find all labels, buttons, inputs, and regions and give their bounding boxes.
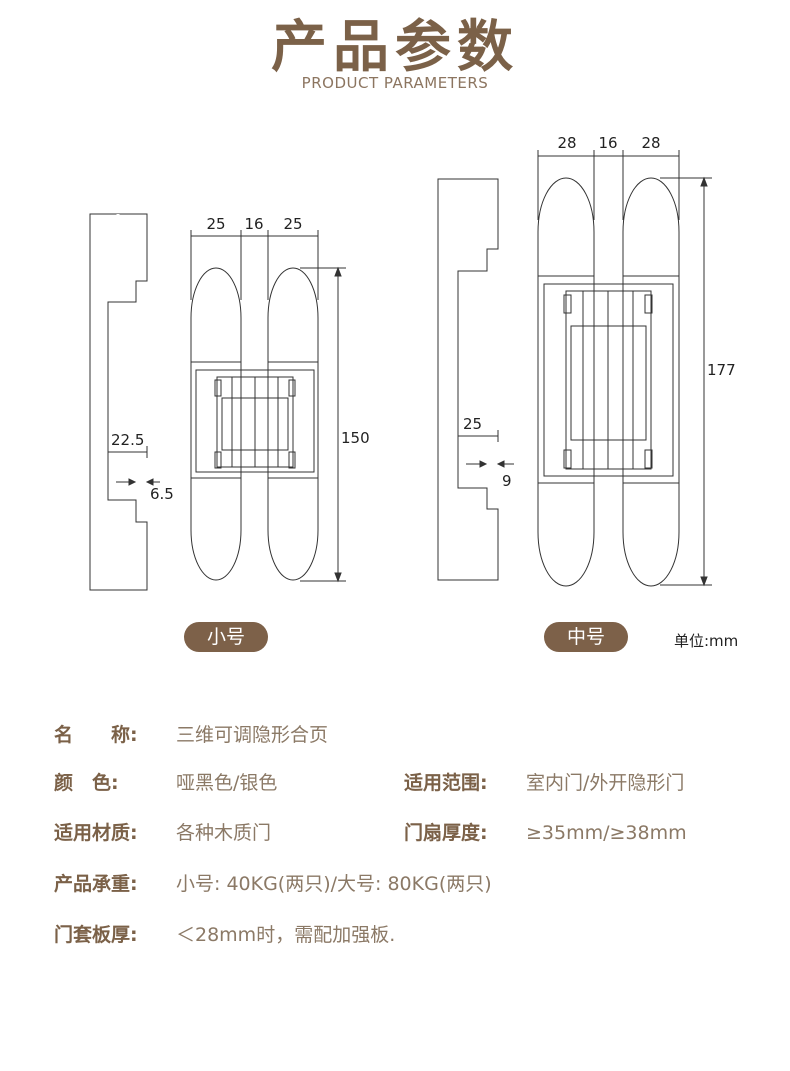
spec-key: 门套板厚: [54, 924, 138, 946]
page-title: 产品参数 [271, 15, 519, 80]
small-depth-label: 22.5 [111, 431, 144, 449]
medium-width-right-label: 28 [641, 134, 660, 152]
medium-hinge-body [537, 177, 680, 587]
spec-value: 三维可调隐形合页 [176, 724, 329, 746]
spec-key: 产品承重: [54, 873, 138, 895]
spec-value: 室内门/外开隐形门 [526, 772, 685, 794]
medium-width-left-label: 28 [557, 134, 576, 152]
spec-name: 名 称: 三维可调隐形合页 [54, 720, 328, 747]
small-notch-label: 6.5 [150, 485, 174, 503]
spec-value: 小号: 40KG(两只)/大号: 80KG(两只) [176, 873, 492, 895]
spec-key: 名 称: [54, 724, 138, 746]
small-width-left-label: 25 [206, 215, 225, 233]
unit-label: 单位:mm [674, 632, 739, 650]
spec-value: 各种木质门 [176, 822, 272, 844]
medium-gap-label: 16 [598, 134, 617, 152]
spec-door-thickness: 门扇厚度: ≥35mm/≥38mm [404, 818, 687, 845]
spec-key: 适用范围: [404, 772, 488, 794]
small-hinge-body [190, 267, 319, 581]
spec-key: 颜 色: [54, 772, 119, 794]
spec-usage-scope: 适用范围: 室内门/外开隐形门 [404, 768, 684, 795]
small-height-label: 150 [341, 429, 370, 447]
medium-notch-label: 9 [502, 472, 512, 490]
medium-size-badge: 中号 [544, 622, 628, 652]
spec-key: 适用材质: [54, 822, 138, 844]
small-size-badge: 小号 [184, 622, 268, 652]
spec-value: ＜28mm时，需配加强板. [176, 924, 396, 946]
small-frame-profile [89, 213, 148, 591]
page-subtitle: PRODUCT PARAMETERS [301, 74, 489, 92]
spec-frame-thickness: 门套板厚: ＜28mm时，需配加强板. [54, 920, 395, 947]
medium-depth-label: 25 [463, 415, 482, 433]
spec-load: 产品承重: 小号: 40KG(两只)/大号: 80KG(两只) [54, 869, 492, 896]
spec-value: ≥35mm/≥38mm [526, 822, 687, 844]
spec-value: 哑黑色/银色 [176, 772, 278, 794]
small-gap-label: 16 [244, 215, 263, 233]
spec-color: 颜 色: 哑黑色/银色 [54, 768, 277, 795]
medium-frame-profile [437, 178, 499, 581]
medium-height-label: 177 [707, 361, 736, 379]
spec-key: 门扇厚度: [404, 822, 488, 844]
small-width-right-label: 25 [283, 215, 302, 233]
spec-material: 适用材质: 各种木质门 [54, 818, 271, 845]
